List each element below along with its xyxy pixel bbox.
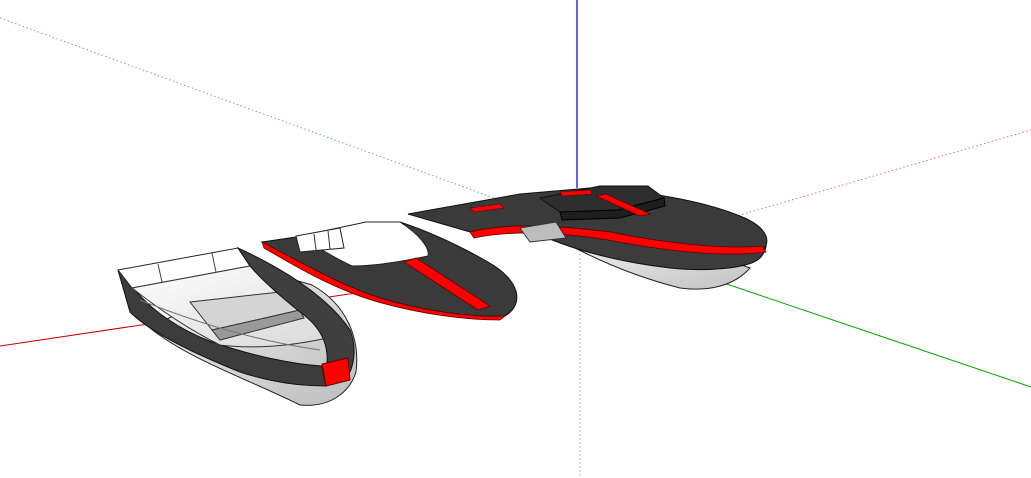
deck-cover-windshield-post-2 — [327, 230, 331, 250]
covered-boat-hardtop-front — [559, 197, 666, 221]
open-boat-bow-stripe — [321, 357, 351, 387]
green-axis-positive — [699, 274, 1031, 388]
open-boat-model[interactable] — [117, 246, 358, 406]
deck-cover-side-stripe — [261, 241, 507, 321]
green-axis-negative — [0, 17, 561, 223]
covered-boat-swim-platform — [519, 221, 567, 243]
red-axis-negative — [599, 129, 1031, 257]
open-boat-rib-1 — [157, 263, 163, 283]
deck-cover-cross-stripe — [403, 257, 491, 311]
covered-boat-cross-stripe — [594, 193, 652, 217]
covered-boat-stern-accent — [469, 203, 505, 213]
open-boat-gunwale-line — [139, 299, 321, 351]
deck-cover-windshield-post-1 — [313, 233, 317, 251]
covered-boat-stern-accent-2 — [559, 189, 593, 197]
open-boat-right-side — [236, 246, 355, 373]
covered-boat-model[interactable] — [407, 185, 768, 290]
deck-cover-windshield — [295, 227, 345, 253]
deck-cover-model[interactable] — [260, 221, 518, 321]
open-boat-rib-2 — [211, 252, 217, 273]
